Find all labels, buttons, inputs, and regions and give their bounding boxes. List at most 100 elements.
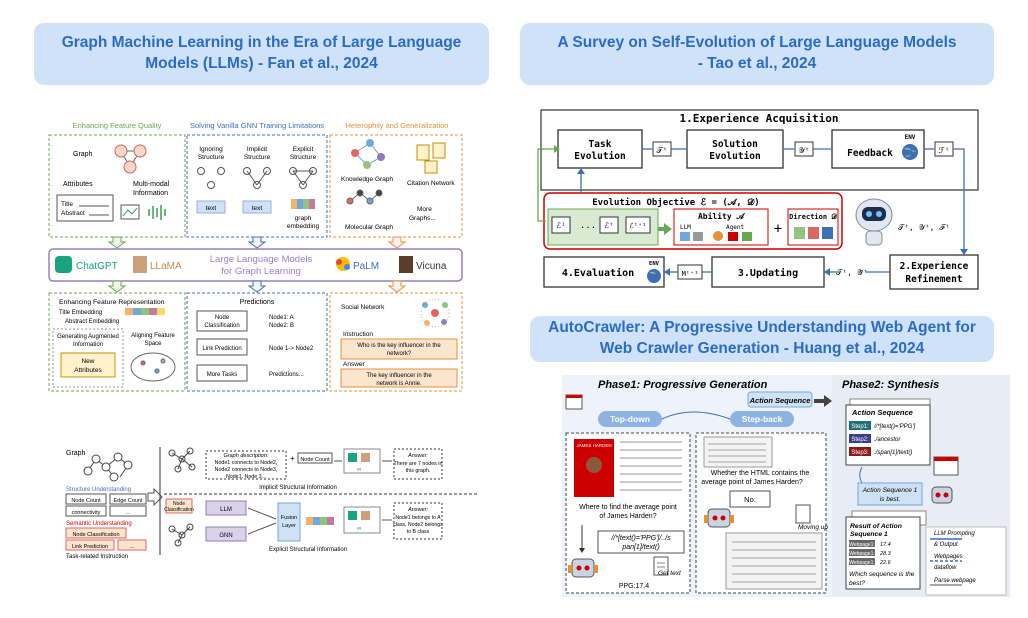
globe-icon [902,144,918,160]
graph-description-box [205,450,287,480]
graph-desc-line: Node1, Node 3... [226,474,266,480]
solution-evolution-box [686,129,784,169]
hetero-label: Knowledge Graph [341,176,393,183]
banner-line: - Tao et al., 2024 [697,55,817,72]
browser-window-icon [565,394,583,410]
multimodal-line: Multi-modal [133,181,170,188]
center-title-line: Large Language Models [210,254,313,265]
pred-task-node-classification [196,310,248,332]
webpage-badge [849,540,875,547]
header-feature-quality: Enhancing Feature Quality [73,121,162,130]
chip-more [109,505,147,517]
player-name: JAMES HARDEN [576,443,611,448]
agent-label: Agent [726,224,744,231]
title-abstract-box [56,194,114,222]
new-attributes-card [60,352,116,378]
chart-icon [794,227,805,239]
t-ty-label: 𝒯ᵗ, 𝒴̃ᵗ [836,268,868,277]
answer-line: network is Annie. [376,381,422,387]
experience-refinement-box [889,254,979,290]
action-sequence-label: Action Sequence [749,396,811,405]
title-label: Title [61,201,73,208]
banner-line: Models (LLMs) - Fan et al., 2024 [145,55,378,72]
chatgpt-logo-icon [55,256,72,273]
ability-label: Ability 𝒜 [698,211,746,221]
chip-label: Node Classification [72,532,119,538]
globe-icon [647,269,661,283]
right-arrow-icon [658,223,672,235]
xpath-line: //*[text()='PPG']/../s [610,535,671,542]
webpage-label: Webpage1: [849,560,874,566]
chip-connectivity [65,505,107,517]
answer-line: class, Node2 belongs [393,522,443,528]
node-count-label: Node Count [300,457,330,463]
phase1-title: Phase1: Progressive Generation [598,379,768,391]
document-icon [653,556,669,576]
struct-label: Ignoring [199,146,223,153]
llama-logo-icon [361,453,370,462]
node-count-chip [297,452,333,464]
llama-logo-icon [361,511,370,520]
refinement-line: 2.Experience [900,261,969,272]
solution-evolution-line: Evolution [709,151,760,162]
down-arrow-icon [387,280,407,293]
citation-network-icon [416,142,446,174]
gnn-label: GNN [219,533,232,539]
small-graph-icon [168,523,194,547]
fusion-line: Layer [282,523,296,529]
robot-icon [680,232,690,241]
chip-edge-count [109,493,147,505]
gen-aug-line: Information [73,342,103,348]
feedback-label: Feedback [847,148,893,159]
graph-embedding-label: embedding [287,223,320,230]
pred-task-line: Link Prediction [202,346,241,352]
experience-acquisition-title: 1.Experience Acquisition [680,112,839,125]
fusion-line: Fusion [281,515,298,521]
center-title-line: for Graph Learning [221,266,301,277]
experience-acquisition-frame [540,109,979,191]
llm-name-vicuna: Vicuna [416,261,447,272]
chip-node-classification [65,527,127,539]
answer-box [393,448,443,480]
no-bubble [729,490,771,508]
right-arrow-icon [814,395,832,407]
question2-line: average point of James Harden? [701,479,803,486]
attributes-label: Attributes [63,181,93,188]
result-title-line: Result of Action [850,523,902,530]
representation-box [48,292,186,392]
step-value: ./span[1]/text() [874,450,912,456]
top-down-label: Top-down [610,414,650,424]
instruction-line: network? [387,351,412,357]
result-title-line: Sequence 1 [850,531,888,538]
chip-label: connectivity [72,510,101,516]
hetero-label: Molecular Graph [345,224,393,231]
legend-line-label: Parse webpage [934,578,976,584]
env-label: ENV [649,261,660,267]
vicuna-logo-icon [399,256,413,273]
pred-task-line: More Tasks [207,372,238,378]
symbol-e1: ℰ¹ [556,221,565,230]
task-evolution-box [557,129,643,169]
evaluation-box [543,256,665,288]
question1-line: Where to find the average point [579,504,677,511]
rep-item: Title Embedding [59,310,102,316]
explicit-label: Explicit Structural Information [269,547,347,553]
step-label: Step1: [851,424,869,430]
step-value: ./ancestor [874,437,901,443]
no-label: No. [744,495,756,504]
semantic-understanding-label: Semantic Understanding [66,521,132,527]
xpath-line: pan[1]/text() [621,544,659,551]
predictions-box [186,292,328,392]
legend-line-label: dataflow [934,565,957,571]
rep-item: Abstract Embedding [65,319,119,325]
new-attr-line: New [81,358,94,365]
connector [661,411,731,420]
tyf-label: 𝒯ᵗ, 𝒴ᵗ, ℱᵗ [898,223,950,232]
symbol-et1: ℰᵗ⁺¹ [630,222,647,230]
figure-graph-ml-overview: Enhancing Feature Quality Solving Vanill… [45,113,465,395]
plus-sign: + [774,221,782,237]
title-banner-graph-ml: Graph Machine Learning in the Era of Lar… [34,23,489,85]
symbol-et: ℰᵗ [604,221,613,230]
puzzle-icon [742,232,752,241]
node-class-line: Classification [164,507,194,513]
